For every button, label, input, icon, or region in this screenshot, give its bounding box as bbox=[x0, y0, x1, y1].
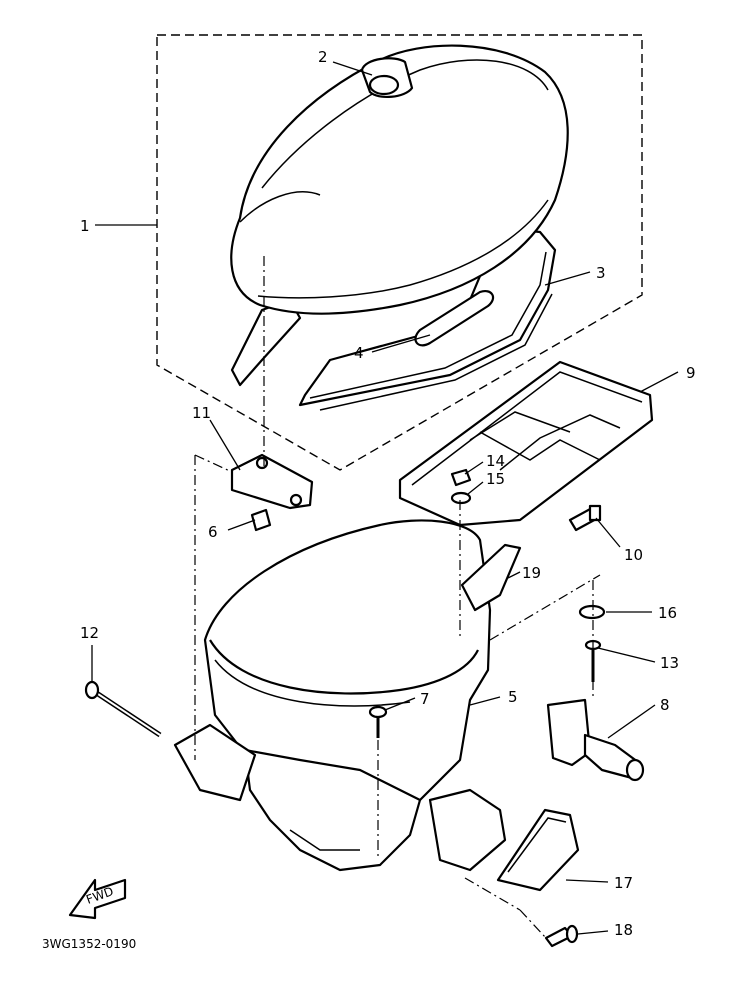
leader-line bbox=[595, 517, 621, 548]
seat-base-part bbox=[298, 226, 557, 411]
long-bolt-part bbox=[84, 680, 162, 738]
callout-2: 2 bbox=[318, 48, 328, 66]
grommet-part bbox=[578, 604, 606, 620]
callout-15: 15 bbox=[486, 470, 505, 488]
seat-part bbox=[230, 44, 569, 315]
hinge-plate-part bbox=[230, 453, 314, 510]
leader-line bbox=[607, 704, 656, 739]
callout-10: 10 bbox=[624, 546, 643, 564]
callout-12: 12 bbox=[80, 624, 99, 642]
drawing-code: 3WG1352-0190 bbox=[42, 937, 136, 951]
leader-line bbox=[565, 879, 609, 883]
callout-7: 7 bbox=[420, 690, 430, 708]
leader-line bbox=[469, 696, 501, 706]
hinge-hole bbox=[255, 456, 269, 470]
assembly-centerline bbox=[519, 909, 547, 939]
leader-line bbox=[332, 61, 373, 76]
seat-stopper-part bbox=[360, 57, 414, 98]
callout-13: 13 bbox=[660, 654, 679, 672]
leader-line bbox=[639, 371, 679, 393]
callout-18: 18 bbox=[614, 921, 633, 939]
seat-hinge-arm bbox=[230, 298, 302, 387]
damper-part bbox=[250, 508, 272, 532]
callout-3: 3 bbox=[596, 264, 606, 282]
screw-part bbox=[368, 705, 388, 738]
callout-17: 17 bbox=[614, 874, 633, 892]
latch-cover-part bbox=[496, 808, 580, 892]
callout-19: 19 bbox=[522, 564, 541, 582]
callout-1: 1 bbox=[80, 217, 90, 235]
callout-8: 8 bbox=[660, 696, 670, 714]
hinge-hole bbox=[289, 493, 303, 507]
carrier-rack-part bbox=[398, 360, 654, 527]
callout-9: 9 bbox=[686, 364, 696, 382]
leader-line bbox=[227, 519, 256, 531]
seat-assembly-boundary bbox=[156, 34, 643, 471]
callout-6: 6 bbox=[208, 523, 218, 541]
leader-line bbox=[371, 334, 431, 353]
leader-line bbox=[544, 271, 591, 286]
separator-part bbox=[460, 543, 522, 612]
leader-line bbox=[464, 461, 484, 475]
leader-line bbox=[467, 481, 484, 495]
seat-lock-part bbox=[546, 698, 645, 782]
callout-16: 16 bbox=[658, 604, 677, 622]
assembly-centerline bbox=[489, 574, 601, 641]
callout-11: 11 bbox=[192, 404, 211, 422]
washer-part bbox=[450, 491, 472, 505]
leader-line bbox=[209, 419, 241, 471]
callout-5: 5 bbox=[508, 688, 518, 706]
leader-line bbox=[507, 571, 521, 579]
callout-14: 14 bbox=[486, 452, 505, 470]
screw-part bbox=[544, 924, 579, 948]
storage-box-part bbox=[173, 519, 507, 872]
assembly-centerline bbox=[194, 454, 233, 473]
leader-line bbox=[577, 930, 609, 935]
direction-arrow: FWD bbox=[68, 878, 127, 920]
leader-line bbox=[384, 697, 416, 711]
leader-line bbox=[597, 647, 656, 663]
bolt-part bbox=[568, 504, 602, 532]
callout-4: 4 bbox=[354, 344, 364, 362]
